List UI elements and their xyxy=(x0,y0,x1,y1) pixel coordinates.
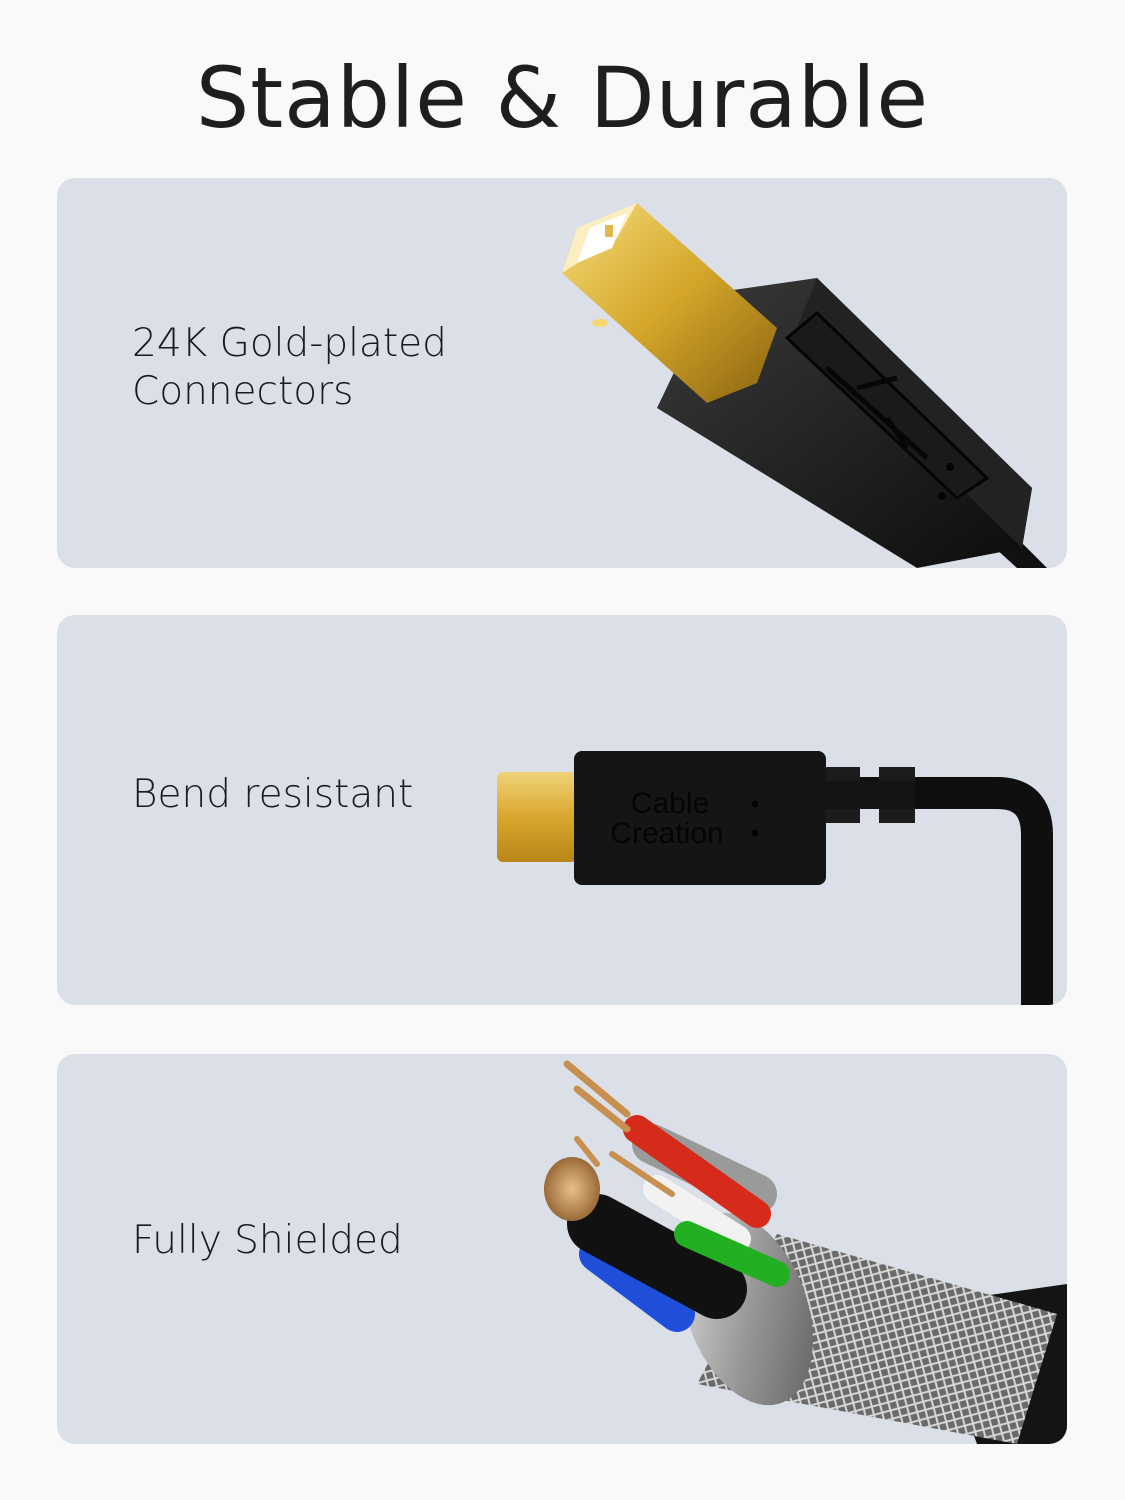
brand-text-line-1: Cable xyxy=(631,787,709,820)
feature-label-line-1: 24K Gold-plated xyxy=(132,321,447,366)
feature-card-gold-plated: 24K Gold-plated Connectors xyxy=(57,178,1067,568)
feature-label: 24K Gold-plated Connectors xyxy=(132,320,447,416)
usb-b-connector-icon xyxy=(562,203,1047,568)
brand-text-line-2: Creation xyxy=(610,817,723,850)
feature-card-bend-resistant: Bend resistant Cable Creation xyxy=(57,615,1067,1005)
shielded-cable-cross-section-icon xyxy=(544,1060,1067,1444)
feature-label-line-2: Connectors xyxy=(132,369,354,414)
feature-label: Fully Shielded xyxy=(132,1218,403,1263)
usb-c-connector-icon: Cable Creation xyxy=(497,751,1053,1005)
feature-card-fully-shielded: Fully Shielded xyxy=(57,1054,1067,1444)
feature-label: Bend resistant xyxy=(132,772,414,817)
page-title: Stable & Durable xyxy=(195,49,930,147)
